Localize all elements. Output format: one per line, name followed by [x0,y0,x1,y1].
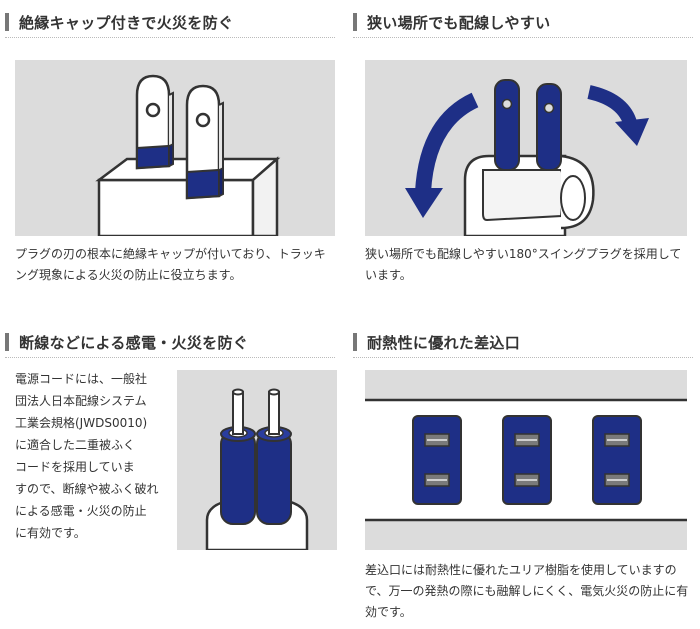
description-line: 電源コードには、一般社 [15,372,148,386]
section-title: 絶縁キャップ付きで火災を防ぐ [19,14,234,32]
insulated-plug-cap-illustration [15,60,335,236]
section-header: 耐熱性に優れた差込口 [353,328,693,358]
section-header: 断線などによる感電・火災を防ぐ [5,328,335,358]
section-description: 差込口には耐熱性に優れたユリア樹脂を使用していますので、万一の発熱の際にも融解し… [365,563,689,619]
outlet-icon [365,398,687,522]
description-line: による感電・火災の防止 [15,504,147,518]
section-description: プラグの刃の根本に絶縁キャップが付いており、トラッキング現象による火災の防止に役… [15,247,326,282]
heading-bar [353,333,357,351]
heading-bar [353,13,357,31]
description-line: に有効です。 [15,526,86,540]
section-description: 電源コードには、一般社 団法人日本配線システム 工業会規格(JWDS0010) … [15,368,175,544]
double-insulated-cord-illustration [177,370,337,550]
socket-1 [412,415,462,505]
swing-plug-icon [405,79,649,236]
section-header: 絶縁キャップ付きで火災を防ぐ [5,8,335,38]
outlet-sockets-illustration [365,370,687,550]
description-line: 工業会規格(JWDS0010) [15,416,148,430]
socket-3 [592,415,642,505]
section-double-insulated-cord: 断線などによる感電・火災を防ぐ 電源コードには、一般社 団法人日本配線システム … [5,328,337,628]
description-line: すので、断線や被ふく破れ [15,482,159,496]
section-insulated-cap: 絶縁キャップ付きで火災を防ぐ プラグの刃の根本に絶縁キャップが付いており、トラッ… [5,8,335,298]
section-title: 狭い場所でも配線しやすい [367,14,551,32]
description-line: コードを採用していま [15,460,135,474]
socket-2 [502,415,552,505]
section-header: 狭い場所でも配線しやすい [353,8,693,38]
plug-cap-icon [95,74,281,236]
heading-bar [5,333,9,351]
swing-plug-illustration [365,60,687,236]
section-heat-resistant-outlet: 耐熱性に優れた差込口 [353,328,693,628]
description-line: に適合した二重被ふく [15,438,136,452]
section-title: 断線などによる感電・火災を防ぐ [19,334,249,352]
heading-bar [5,13,9,31]
description-line: 団法人日本配線システム [15,394,147,408]
section-title: 耐熱性に優れた差込口 [367,334,521,352]
section-swing-plug: 狭い場所でも配線しやすい 狭い場所でも配線しやすい180°スイングプラグを採用し… [353,8,693,298]
section-description: 狭い場所でも配線しやすい180°スイングプラグを採用しています。 [365,247,682,282]
cord-icon [205,388,309,550]
